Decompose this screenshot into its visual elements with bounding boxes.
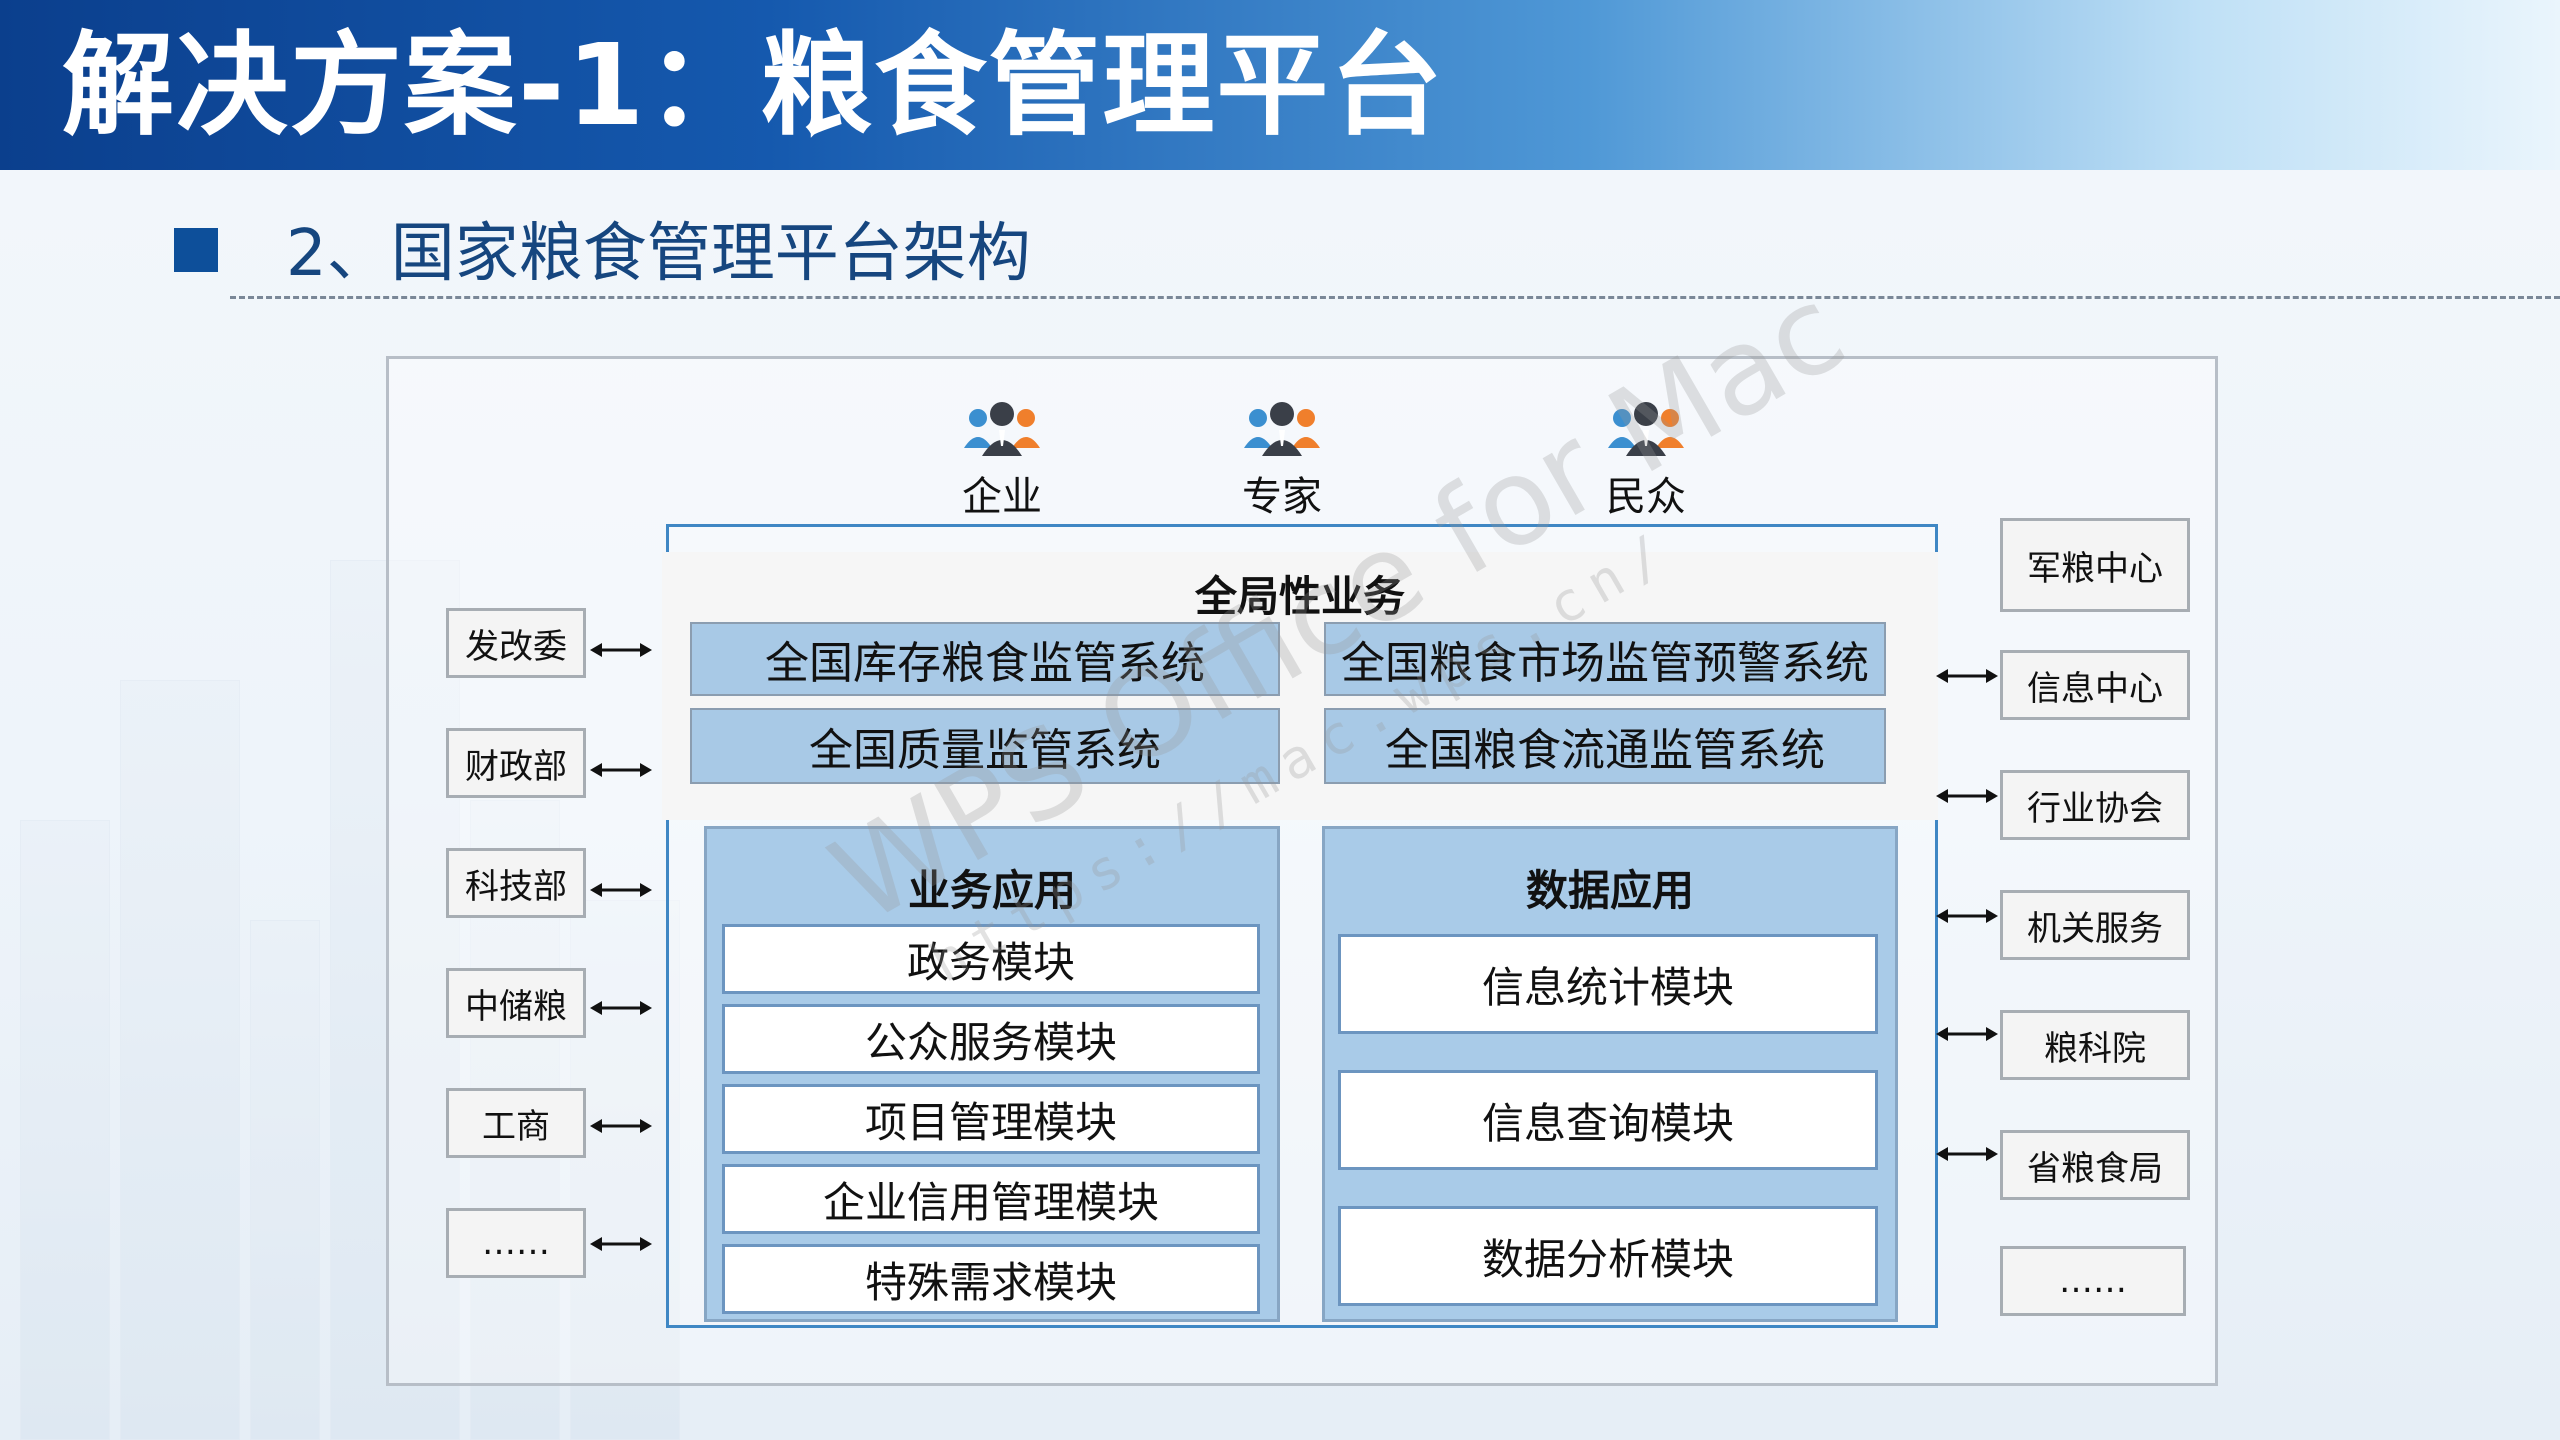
left-entity-science: 科技部 (446, 848, 586, 918)
page-title: 解决方案-1：粮食管理平台 (62, 21, 1445, 151)
data-apps-title: 数据应用 (1525, 866, 1694, 915)
left-entity-more: …… (446, 1208, 586, 1278)
people-group-icon (1608, 402, 1684, 456)
module-analysis: 数据分析模块 (1338, 1206, 1878, 1306)
user-group-public: 民众 (1566, 398, 1726, 522)
system-market-warning: 全国粮食市场监管预警系统 (1324, 622, 1886, 696)
double-arrow-icon (590, 1119, 652, 1133)
dashed-divider (230, 296, 2560, 299)
building-shape (570, 900, 680, 1440)
double-arrow-icon (1936, 909, 1998, 923)
double-arrow-icon (1936, 789, 1998, 803)
left-entity-finance: 财政部 (446, 728, 586, 798)
right-entity-grain-academy: 粮科院 (2000, 1010, 2190, 1080)
double-arrow-icon (1936, 1027, 1998, 1041)
system-quality-supervision: 全国质量监管系统 (690, 708, 1280, 784)
right-entity-industry-assoc: 行业协会 (2000, 770, 2190, 840)
building-shape (120, 680, 240, 1440)
left-entity-sinograin: 中储粮 (446, 968, 586, 1038)
user-group-expert: 专家 (1202, 398, 1362, 522)
right-entity-info-center: 信息中心 (2000, 650, 2190, 720)
double-arrow-icon (1936, 1147, 1998, 1161)
user-label: 企业 (962, 474, 1042, 520)
title-banner: 解决方案-1：粮食管理平台 (0, 0, 2560, 170)
people-group-icon (1244, 402, 1320, 456)
right-entity-provincial-bureau: 省粮食局 (2000, 1130, 2190, 1200)
module-special-needs: 特殊需求模块 (722, 1244, 1260, 1314)
building-shape (250, 920, 320, 1440)
double-arrow-icon (590, 643, 652, 657)
left-entity-commerce: 工商 (446, 1088, 586, 1158)
module-statistics: 信息统计模块 (1338, 934, 1878, 1034)
system-circulation-supervision: 全国粮食流通监管系统 (1324, 708, 1886, 784)
double-arrow-icon (590, 883, 652, 897)
right-entity-military-grain: 军粮中心 (2000, 518, 2190, 612)
building-shape (330, 560, 460, 1440)
global-business-title: 全局性业务 (1194, 572, 1405, 621)
module-project-management: 项目管理模块 (722, 1084, 1260, 1154)
bullet-square (174, 228, 218, 272)
user-label: 民众 (1606, 474, 1686, 520)
people-group-icon (964, 402, 1040, 456)
building-shape (20, 820, 110, 1440)
user-label: 专家 (1242, 474, 1322, 520)
business-apps-panel: 业务应用 (704, 826, 1280, 1322)
right-entity-more: …… (2000, 1246, 2186, 1316)
double-arrow-icon (590, 1237, 652, 1251)
double-arrow-icon (590, 763, 652, 777)
double-arrow-icon (1936, 669, 1998, 683)
module-public-service: 公众服务模块 (722, 1004, 1260, 1074)
system-inventory-supervision: 全国库存粮食监管系统 (690, 622, 1280, 696)
user-group-enterprise: 企业 (922, 398, 1082, 522)
left-entity-ndrc: 发改委 (446, 608, 586, 678)
right-entity-agency-service: 机关服务 (2000, 890, 2190, 960)
module-enterprise-credit: 企业信用管理模块 (722, 1164, 1260, 1234)
architecture-frame (386, 356, 2218, 1386)
double-arrow-icon (590, 1001, 652, 1015)
section-heading: 2、国家粮食管理平台架构 (286, 217, 1031, 291)
module-query: 信息查询模块 (1338, 1070, 1878, 1170)
business-apps-title: 业务应用 (907, 866, 1076, 915)
module-government: 政务模块 (722, 924, 1260, 994)
